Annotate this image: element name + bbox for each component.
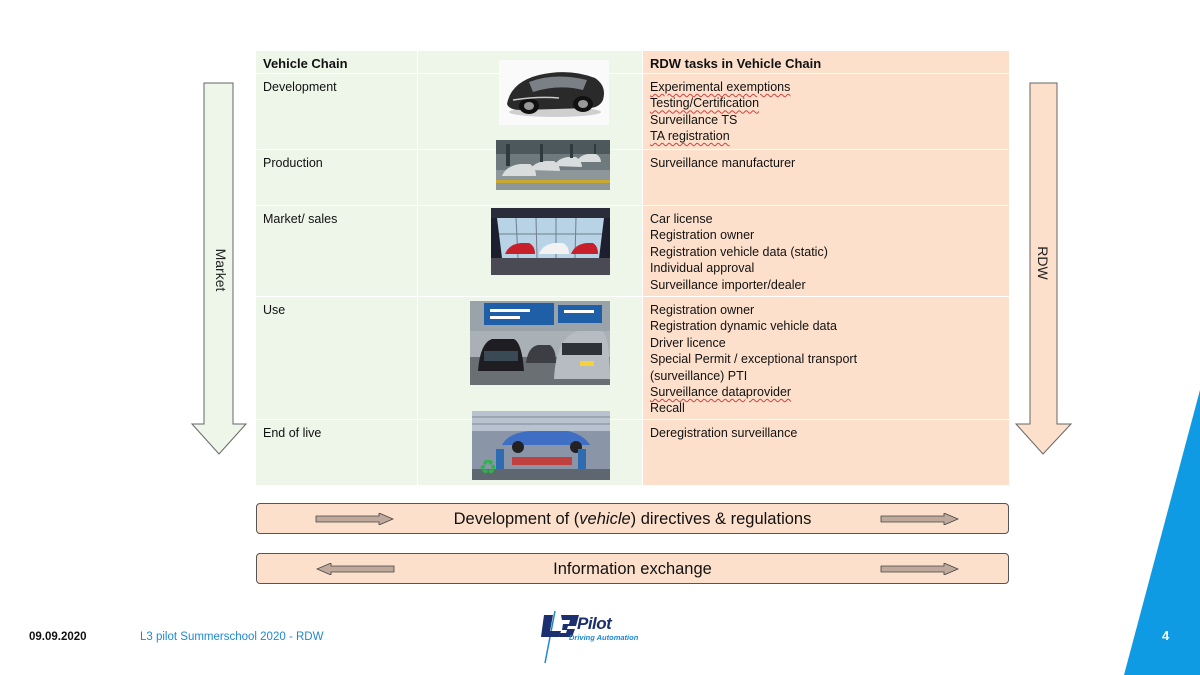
right-arrow-icon — [880, 563, 960, 575]
recycling-icon: ♻ — [479, 455, 497, 479]
task-item: Registration vehicle data (static) — [650, 244, 828, 259]
market-arrow-label: Market — [213, 248, 229, 292]
task-item: Surveillance dataprovider — [650, 385, 792, 400]
l3-pilot-logo: Pilot Driving Automation — [535, 609, 665, 665]
left-arrow-icon — [315, 563, 395, 575]
task-item: Individual approval — [650, 261, 755, 276]
concept-car-photo — [499, 60, 609, 125]
vehicle-chain-table: Vehicle Chain RDW tasks in Vehicle Chain… — [256, 51, 1009, 485]
logo-word: Pilot — [577, 614, 612, 633]
information-exchange-banner: Information exchange — [256, 553, 1009, 584]
task-item: Car license — [650, 212, 713, 226]
market-down-arrow — [190, 82, 248, 455]
rdw-down-arrow — [1014, 82, 1073, 455]
stage-label-production: Production — [263, 156, 323, 170]
l3-logo-mark-icon — [541, 610, 579, 664]
column-separator — [642, 51, 643, 485]
development-banner-text: Development of (vehicle) directives & re… — [453, 510, 812, 528]
task-item: Deregistration surveillance — [650, 426, 798, 440]
task-item: Special Permit / exceptional transport — [650, 352, 858, 367]
information-banner-text: Information exchange — [553, 560, 712, 578]
corner-accent-shape — [1124, 390, 1200, 675]
task-item: Registration owner — [650, 228, 755, 243]
stage-label-end-of-life: End of live — [263, 426, 322, 440]
assembly-line-photo — [496, 140, 610, 190]
tasks-cell-market-sales: Car license Registration owner Registrat… — [643, 206, 1009, 296]
task-item: Registration owner — [650, 303, 755, 317]
car-showroom-photo — [491, 208, 610, 275]
task-item: (surveillance) PTI — [650, 368, 748, 383]
traffic-highway-photo — [470, 301, 610, 385]
footer-subtitle: L3 pilot Summerschool 2020 - RDW — [140, 631, 324, 643]
right-arrow-icon — [880, 513, 960, 525]
stage-label-market-sales: Market/ sales — [263, 212, 338, 226]
task-item: TA registration — [650, 129, 730, 144]
footer-date: 09.09.2020 — [29, 631, 87, 643]
rdw-arrow-label: RDW — [1035, 246, 1051, 280]
tasks-cell-production: Surveillance manufacturer — [643, 150, 1009, 205]
page-number: 4 — [1162, 628, 1170, 643]
right-arrow-icon — [315, 513, 395, 525]
column-separator — [417, 51, 418, 485]
task-item: Surveillance TS — [650, 112, 738, 127]
tasks-cell-use: Registration owner Registration dynamic … — [643, 297, 1009, 419]
car-recycling-photo: ♻ — [472, 411, 610, 480]
task-item: Registration dynamic vehicle data — [650, 319, 837, 334]
tasks-cell-end-of-life: Deregistration surveillance — [643, 420, 1009, 485]
header-vehicle-chain: Vehicle Chain — [256, 51, 417, 73]
task-item: Recall — [650, 401, 685, 416]
task-item: Surveillance manufacturer — [650, 156, 796, 170]
development-directives-banner: Development of (vehicle) directives & re… — [256, 503, 1009, 534]
task-item: Experimental exemptions — [650, 80, 791, 94]
tasks-cell-development: Experimental exemptions Testing/Certific… — [643, 74, 1009, 149]
task-item: Surveillance importer/dealer — [650, 277, 806, 292]
task-item: Testing/Certification — [650, 96, 760, 111]
task-item: Driver licence — [650, 335, 726, 350]
logo-tagline: Driving Automation — [569, 633, 639, 642]
stage-label-use: Use — [263, 303, 286, 317]
stage-label-development: Development — [263, 80, 337, 94]
header-rdw-tasks: RDW tasks in Vehicle Chain — [643, 51, 1009, 73]
